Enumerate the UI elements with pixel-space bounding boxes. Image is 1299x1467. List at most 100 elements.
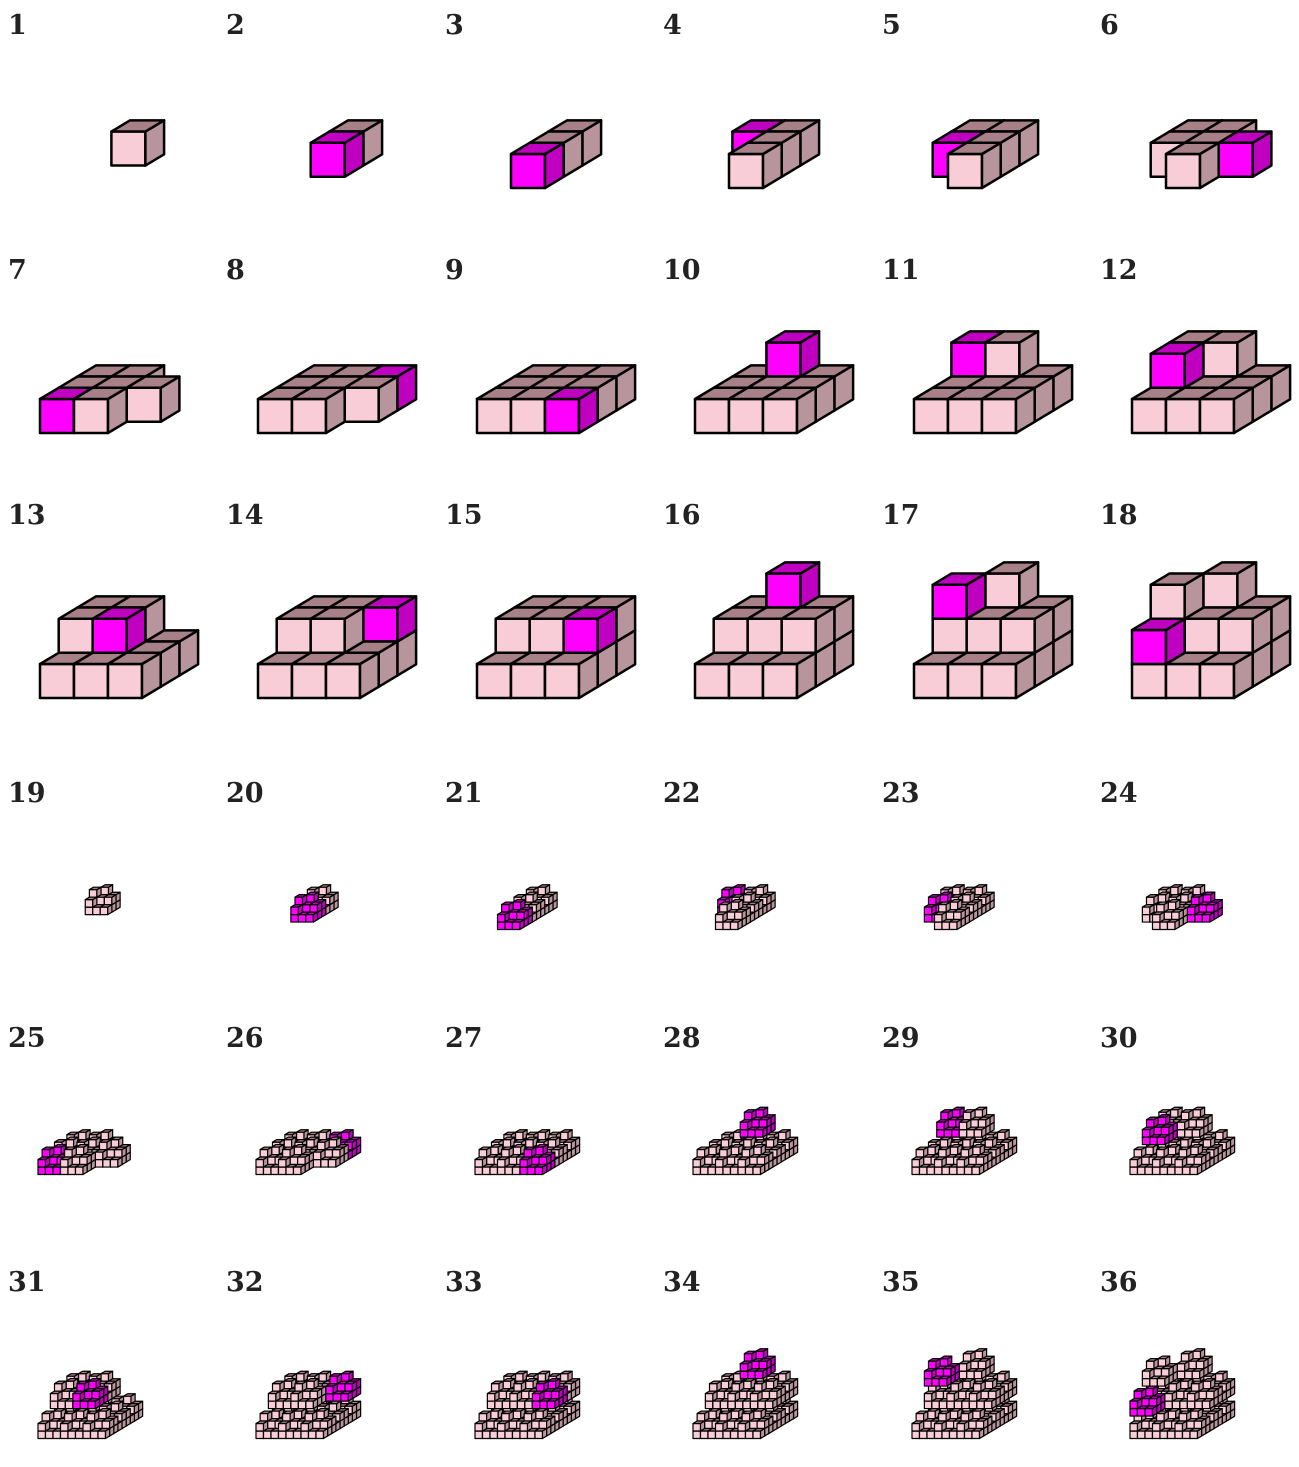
cube — [1196, 1117, 1208, 1127]
cube — [782, 608, 835, 653]
cube — [548, 1137, 560, 1147]
cube — [511, 143, 564, 188]
cube — [940, 892, 952, 902]
cube — [1192, 1381, 1204, 1391]
cube — [697, 1411, 709, 1421]
cube — [1181, 1351, 1193, 1361]
cube — [99, 1409, 111, 1419]
cube — [298, 1155, 310, 1165]
step-label: 27 — [445, 1023, 483, 1054]
cube — [89, 1137, 101, 1147]
step-panel-4: 4 — [663, 10, 819, 188]
step-label: 36 — [1100, 1267, 1138, 1298]
cube — [516, 1371, 528, 1381]
cube — [1202, 1399, 1214, 1409]
cube — [1191, 1145, 1203, 1155]
step-panel-24: 24 — [1100, 778, 1222, 930]
cube — [124, 1394, 136, 1404]
cube — [721, 1137, 733, 1147]
cube — [755, 1369, 767, 1379]
cube — [950, 900, 962, 910]
cube — [95, 1150, 107, 1160]
cube — [974, 1127, 986, 1137]
cube — [297, 1371, 309, 1381]
step-label: 28 — [663, 1023, 701, 1054]
cube — [735, 910, 747, 920]
cube — [697, 1147, 709, 1157]
cube — [742, 1147, 754, 1157]
cube — [513, 920, 525, 930]
cube — [1130, 1157, 1142, 1167]
cube — [310, 1389, 322, 1399]
cube — [1190, 1429, 1202, 1439]
step-panel-22: 22 — [663, 778, 775, 930]
cube — [759, 1117, 771, 1127]
cube — [753, 1429, 765, 1439]
cube — [1203, 1137, 1215, 1147]
cube — [975, 885, 987, 895]
cube — [498, 1157, 510, 1167]
cube — [510, 1391, 522, 1401]
cube — [759, 1359, 771, 1369]
cube — [1153, 1421, 1165, 1431]
cube — [311, 132, 364, 177]
cube — [756, 1349, 768, 1359]
cube — [924, 1391, 936, 1401]
cube — [55, 1381, 67, 1391]
cube — [318, 1140, 330, 1150]
cube — [101, 1371, 113, 1381]
cube — [1157, 1147, 1169, 1157]
cube — [732, 1381, 744, 1391]
cube — [42, 1411, 54, 1421]
cube — [693, 1421, 705, 1431]
cube — [763, 388, 816, 433]
cube — [491, 1145, 503, 1155]
cube — [982, 388, 1035, 433]
step-panel-2: 2 — [226, 10, 382, 177]
cube — [978, 1117, 990, 1127]
cube — [976, 1419, 988, 1429]
cube — [475, 1157, 487, 1167]
cube — [319, 885, 331, 895]
cube — [498, 912, 510, 922]
cube — [292, 388, 345, 433]
cube — [538, 885, 550, 895]
cube — [313, 1150, 325, 1160]
cube — [731, 900, 743, 910]
cube — [1181, 1379, 1193, 1389]
step-label: 1 — [8, 10, 27, 41]
cube — [693, 1157, 705, 1167]
cube — [1168, 900, 1180, 910]
cube — [947, 1391, 959, 1401]
cube — [38, 1157, 50, 1167]
cube — [957, 1157, 969, 1167]
cube — [524, 1147, 536, 1157]
step-panel-16: 16 — [663, 500, 853, 698]
cube — [101, 885, 113, 895]
cube — [526, 1379, 538, 1389]
cube — [306, 912, 318, 922]
cube — [1203, 331, 1256, 376]
cube — [941, 1110, 953, 1120]
cube — [294, 1165, 306, 1175]
cube — [1192, 895, 1204, 905]
step-panel-10: 10 — [663, 255, 853, 433]
cube — [756, 885, 768, 895]
cube — [1130, 1399, 1142, 1409]
cube — [1203, 892, 1215, 902]
cube — [98, 1429, 110, 1439]
step-label: 18 — [1100, 500, 1138, 531]
cube — [101, 1130, 113, 1140]
step-label: 7 — [8, 255, 27, 286]
cube — [744, 1379, 756, 1389]
cube — [944, 1366, 956, 1376]
step-label: 6 — [1100, 10, 1119, 41]
cube — [728, 1391, 740, 1401]
step-panel-12: 12 — [1100, 255, 1290, 433]
cube — [1175, 1157, 1187, 1167]
cube — [929, 1359, 941, 1369]
cube — [766, 1379, 778, 1389]
cube — [937, 1120, 949, 1130]
cube — [76, 1165, 88, 1175]
cube — [76, 1409, 88, 1419]
